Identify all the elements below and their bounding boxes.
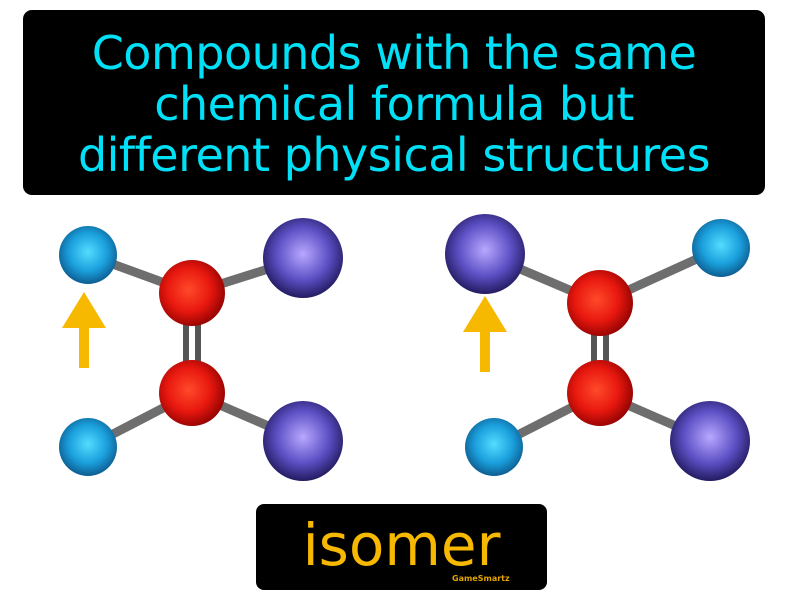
- red-atom: [567, 270, 633, 336]
- small-blue-atom: [692, 219, 750, 277]
- red-atom: [567, 360, 633, 426]
- small-blue-atom: [465, 418, 523, 476]
- definition-line-1: Compounds with the same: [91, 26, 697, 80]
- small-blue-atom: [59, 226, 117, 284]
- definition-line-2: chemical formula but: [154, 77, 634, 131]
- arrow-up-icon: [62, 292, 106, 368]
- term-box: isomer GameSmartz: [256, 504, 547, 590]
- red-atom: [159, 260, 225, 326]
- large-purple-atom: [263, 218, 343, 298]
- arrow-up-icon: [463, 296, 507, 372]
- red-atom: [159, 360, 225, 426]
- small-blue-atom: [59, 418, 117, 476]
- large-purple-atom: [670, 401, 750, 481]
- definition-line-3: different physical structures: [77, 128, 711, 182]
- right-isomer: [445, 214, 750, 481]
- left-isomer: [59, 218, 343, 481]
- term-label: isomer: [302, 511, 501, 579]
- brand-logo: GameSmartz: [452, 574, 510, 583]
- large-purple-atom: [263, 401, 343, 481]
- large-purple-atom: [445, 214, 525, 294]
- definition-box: Compounds with the same chemical formula…: [23, 10, 765, 195]
